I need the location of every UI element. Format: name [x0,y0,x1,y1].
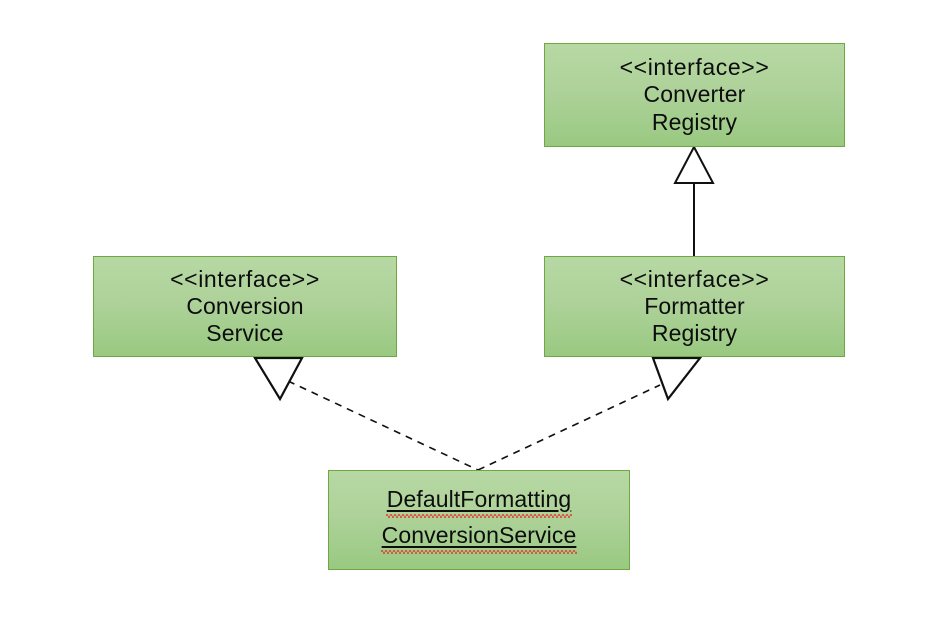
uml-node-conversion-service[interactable]: <<interface>> Conversion Service [93,256,397,357]
class-name-line: Converter [643,81,746,108]
class-name-line: Service [206,320,284,347]
class-name-line: Registry [651,320,738,347]
class-name-line: DefaultFormatting [385,486,572,519]
uml-node-formatter-registry[interactable]: <<interface>> Formatter Registry [544,256,845,357]
uml-node-converter-registry[interactable]: <<interface>> Converter Registry [544,43,845,147]
stereotype-label: <<interface>> [619,265,770,292]
edge-generalization-formatter-to-converter [673,144,715,256]
realization-dashed-line-right [477,384,661,471]
realization-hollow-triangle-right-icon [651,356,703,402]
class-name-line: Conversion [186,292,304,319]
realization-dashed-line-left [287,380,479,471]
realization-hollow-triangle-left-icon [253,356,304,402]
edge-realization-impl-to-formatter-registry [477,356,703,471]
class-name-line: Formatter [644,292,745,319]
generalization-hollow-triangle-icon [673,144,715,184]
stereotype-label: <<interface>> [619,54,770,81]
uml-node-default-formatting-conversion-service[interactable]: DefaultFormatting ConversionService [328,470,630,570]
edge-realization-impl-to-conversion-service [253,356,479,471]
stereotype-label: <<interface>> [170,265,320,292]
class-name-line: Registry [651,108,738,135]
class-name-line: ConversionService [380,522,578,555]
class-name-group: DefaultFormatting ConversionService [380,486,578,555]
